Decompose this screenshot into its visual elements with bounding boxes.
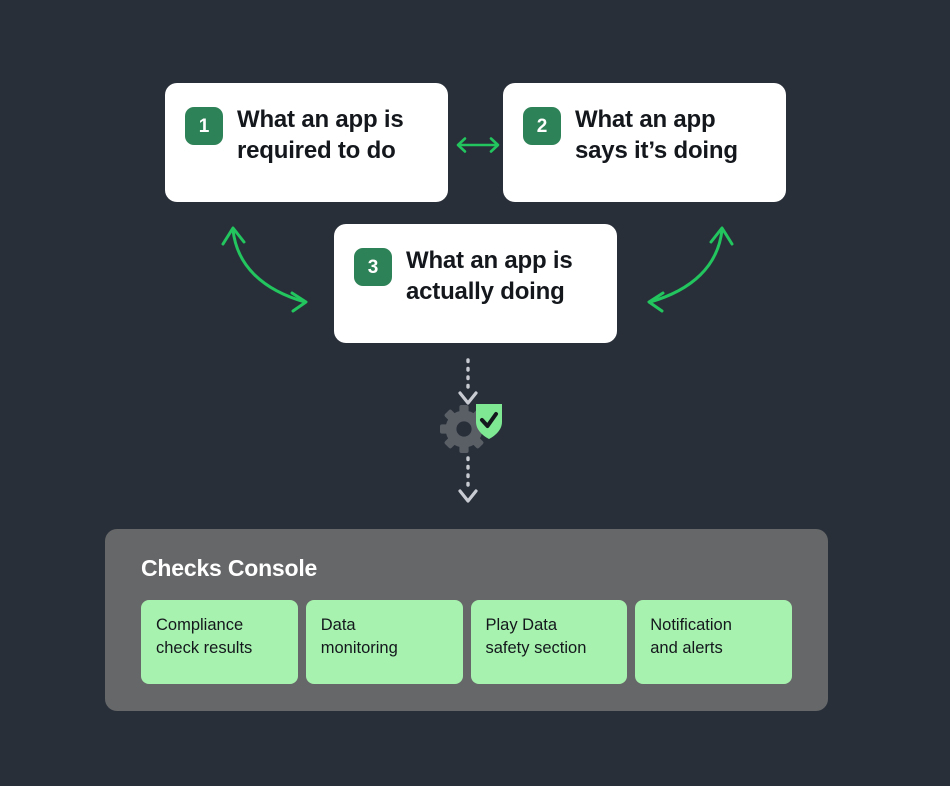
console-chip-data-monitoring[interactable]: Data monitoring <box>305 600 463 684</box>
horizontal-double-arrow-icon <box>456 137 500 153</box>
right-curved-double-arrow-icon <box>647 226 734 313</box>
console-title: Checks Console <box>141 555 318 581</box>
card-label-3: What an app is actually doing <box>406 247 573 305</box>
left-curved-double-arrow-icon <box>221 226 308 313</box>
console-chip-play-data-safety-section[interactable]: Play Data safety section <box>470 600 628 684</box>
card-label-2: What an app says it’s doing <box>575 106 738 164</box>
card-number-badge-1: 1 <box>185 107 223 145</box>
card-number-badge-2: 2 <box>523 107 561 145</box>
console-chip-compliance-check-results[interactable]: Compliance check results <box>141 600 298 684</box>
card-label-1: What an app is required to do <box>237 106 404 164</box>
concept-card-1: 1 What an app is required to do <box>165 83 448 202</box>
checks-console-panel: Checks Console Compliance check results … <box>105 529 828 711</box>
concept-card-2: 2 What an app says it’s doing <box>503 83 786 202</box>
console-chip-notification-and-alerts[interactable]: Notification and alerts <box>635 600 792 684</box>
console-chip-row: Compliance check results Data monitoring… <box>141 600 792 684</box>
concept-card-3: 3 What an app is actually doing <box>334 224 617 343</box>
shield-check-icon <box>476 404 502 439</box>
dotted-down-arrow-icon-bottom <box>458 456 478 503</box>
card-number-badge-3: 3 <box>354 248 392 286</box>
dotted-down-arrow-icon-top <box>458 358 478 405</box>
gear-shield-check-icon <box>434 398 506 456</box>
